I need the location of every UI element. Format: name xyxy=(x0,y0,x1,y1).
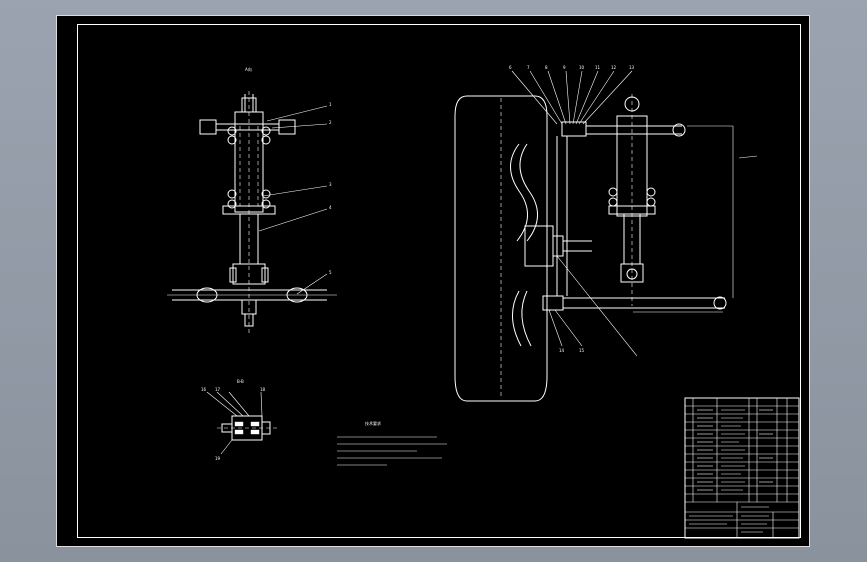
parts-list xyxy=(685,398,799,502)
title-block xyxy=(684,397,800,539)
left-arm-end xyxy=(199,119,217,135)
callout-6: 6 xyxy=(509,65,512,70)
callout-10: 10 xyxy=(579,65,585,70)
title-block-frame xyxy=(684,397,800,539)
right-assembly-view: 6 7 8 9 10 11 12 13 14 15 xyxy=(454,65,758,402)
lower-ball-joint xyxy=(542,295,564,311)
strut-body xyxy=(234,111,264,213)
callout-4: 4 xyxy=(329,205,332,210)
section-detail-view: B-B 16 17 18 19 xyxy=(201,379,277,461)
callout-7: 7 xyxy=(527,65,530,70)
upper-ball-joint xyxy=(561,121,587,137)
bottom-mount xyxy=(232,263,266,285)
section-label: B-B xyxy=(237,379,244,384)
hub xyxy=(524,225,554,267)
callout-17: 17 xyxy=(215,387,221,392)
callout-11: 11 xyxy=(595,65,601,70)
callout-12: 12 xyxy=(611,65,617,70)
callout-19: 19 xyxy=(215,456,221,461)
callout-8: 8 xyxy=(545,65,548,70)
lower-pivot xyxy=(713,296,727,310)
front-view-label: A向 xyxy=(245,66,252,72)
cad-drawing: A向 xyxy=(167,65,800,539)
callout-15: 15 xyxy=(579,348,585,353)
drawing-frame xyxy=(77,24,801,538)
callout-5: 5 xyxy=(329,270,332,275)
callout-16: 16 xyxy=(201,387,207,392)
technical-notes: 技术要求 xyxy=(337,420,447,466)
callout-13: 13 xyxy=(629,65,635,70)
upper-pivot xyxy=(672,123,686,137)
title-area xyxy=(685,501,799,538)
callout-14: 14 xyxy=(559,348,565,353)
drawing-sheet: A向 xyxy=(56,15,810,547)
tire xyxy=(454,95,548,402)
right-arm-end xyxy=(278,119,296,135)
left-assembly-view: A向 xyxy=(167,66,337,336)
callout-2: 2 xyxy=(329,120,332,125)
callout-3: 3 xyxy=(329,182,332,187)
callout-9: 9 xyxy=(563,65,566,70)
callout-18: 18 xyxy=(260,387,266,392)
callout-1: 1 xyxy=(329,102,332,107)
notes-title: 技术要求 xyxy=(365,420,381,426)
